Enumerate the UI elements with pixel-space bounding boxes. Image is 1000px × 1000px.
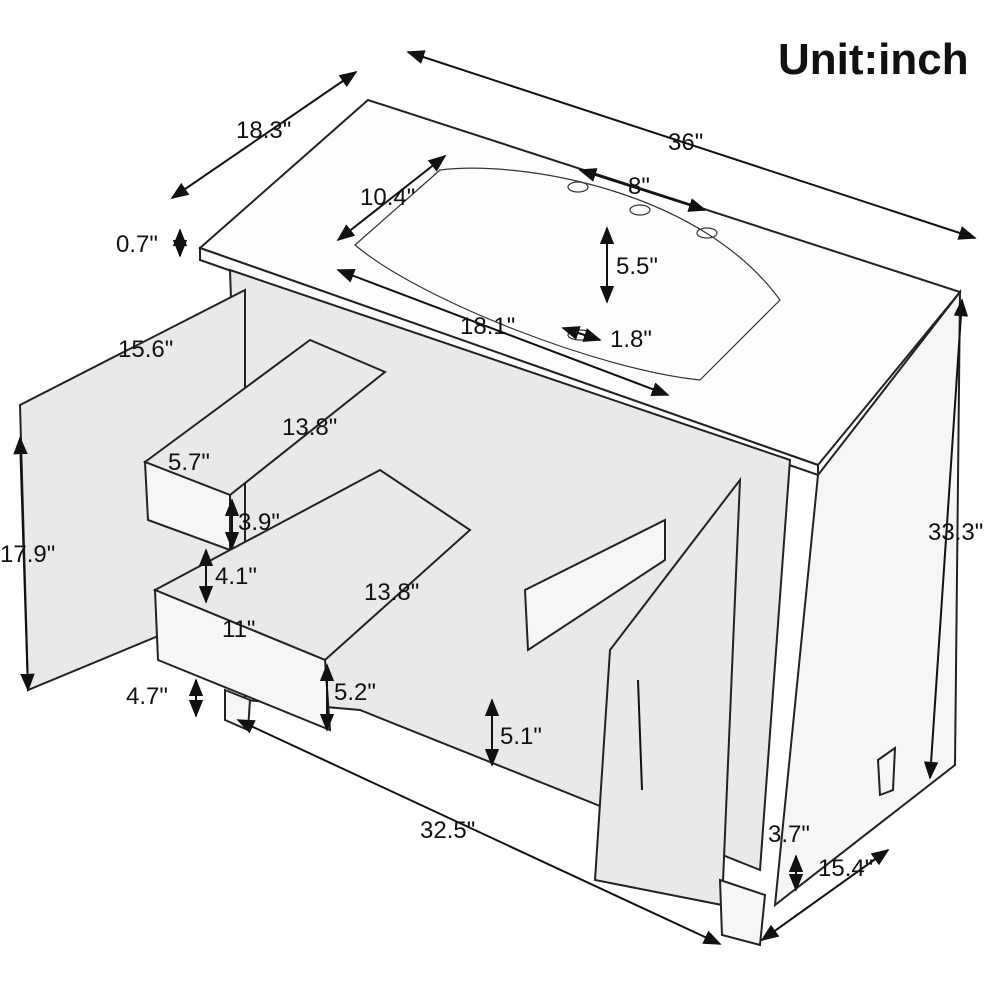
label-upper-drawer-depth: 13.8" xyxy=(282,414,337,441)
label-total-height: 33.3" xyxy=(928,519,983,546)
dim-line-door-height xyxy=(13,436,35,692)
leg-back-right xyxy=(876,746,897,797)
label-upper-drawer-width: 5.7" xyxy=(168,449,210,476)
label-door-height: 17.9" xyxy=(0,541,55,568)
label-shelf-clearance: 5.1" xyxy=(500,723,542,750)
label-cabinet-depth: 15.4" xyxy=(818,855,873,882)
dim-line-cabinet-width xyxy=(236,719,722,945)
label-door-width: 15.6" xyxy=(118,336,173,363)
label-top-width: 36" xyxy=(668,129,703,156)
dim-line-drain-width xyxy=(561,326,602,342)
label-cabinet-width: 32.5" xyxy=(420,817,475,844)
dim-line-basin-depth xyxy=(336,154,447,242)
dimension-lines xyxy=(13,50,977,945)
label-lower-drawer-height: 5.2" xyxy=(334,679,376,706)
label-lower-drawer-depth: 13.8" xyxy=(364,579,419,606)
dim-line-basin-width xyxy=(336,269,670,396)
right-drawer xyxy=(523,518,666,652)
label-drain-width: 1.8" xyxy=(610,326,652,353)
label-leg-height-right: 3.7" xyxy=(768,821,810,848)
dim-line-cabinet-depth xyxy=(760,848,890,942)
dim-line-faucet-spread xyxy=(578,168,707,212)
label-basin-front-offset: 5.5" xyxy=(616,253,658,280)
label-lower-drawer-width: 11" xyxy=(222,616,255,643)
dim-line-top-depth xyxy=(170,70,358,200)
dim-line-top-width xyxy=(406,50,977,240)
leg-front-right xyxy=(718,878,767,947)
dim-line-total-height xyxy=(923,298,969,780)
label-upper-drawer-height: 3.9" xyxy=(238,509,280,536)
label-faucet-spread: 8" xyxy=(628,173,650,200)
dimension-labels: Unit:inch 36" 18.3" 0.7" 8" 10.4" 5.5" 1… xyxy=(0,35,983,882)
label-basin-width: 18.1" xyxy=(460,313,515,340)
unit-label: Unit:inch xyxy=(778,35,969,84)
vanity-illustration xyxy=(18,98,962,947)
label-leg-height-left: 4.7" xyxy=(126,683,168,710)
label-basin-depth: 10.4" xyxy=(360,184,415,211)
label-top-depth: 18.3" xyxy=(236,117,291,144)
label-gap-height: 4.1" xyxy=(215,563,257,590)
label-top-thickness: 0.7" xyxy=(116,231,158,258)
